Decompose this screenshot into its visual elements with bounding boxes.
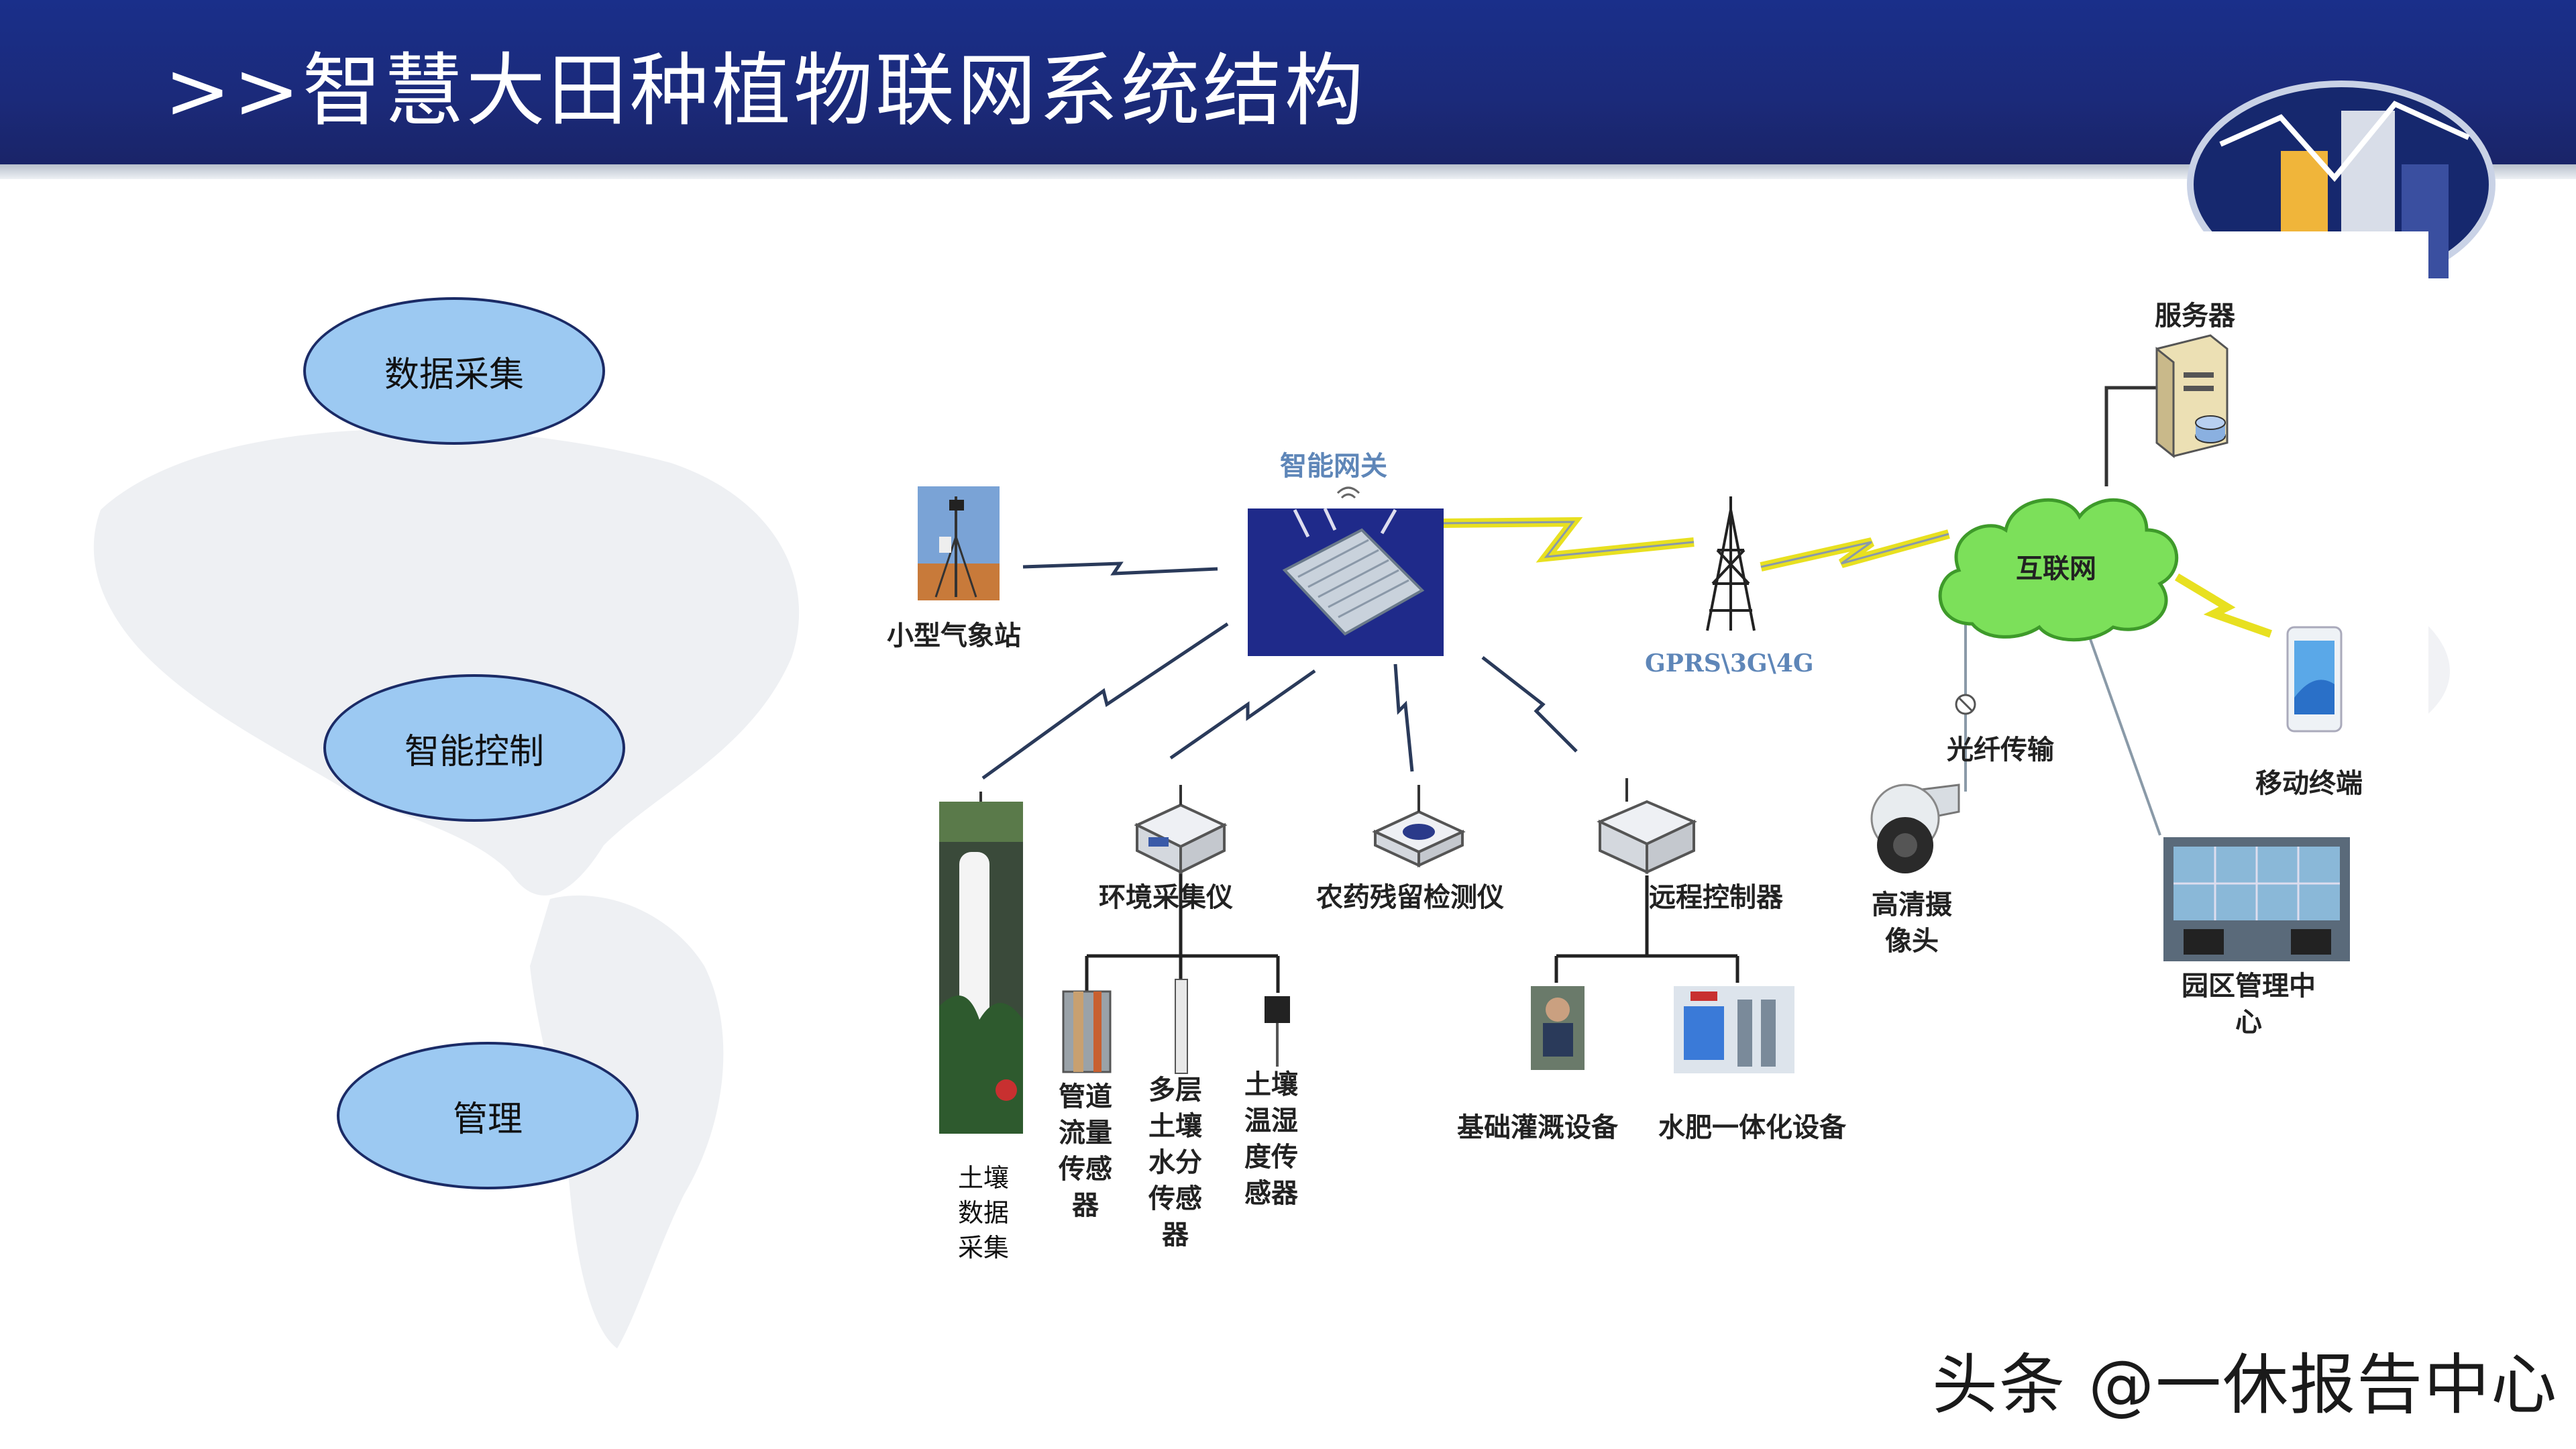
internet-label: 互联网 — [2016, 547, 2096, 586]
soil-data-label: 土壤 数据 采集 — [958, 1161, 1009, 1265]
gateway-label: 智能网关 — [1280, 444, 1387, 483]
server-label: 服务器 — [2155, 294, 2235, 333]
wireless-link-weather — [1023, 564, 1218, 574]
soil-sensor-photo — [939, 792, 1023, 1134]
irrigation-equipment-photo — [1531, 986, 1585, 1070]
smart-gateway-icon — [1248, 508, 1444, 656]
wireless-link-env — [1171, 671, 1315, 758]
pesticide-detector-icon — [1375, 785, 1462, 865]
line-cloud-park — [2090, 637, 2160, 835]
hd-camera-icon — [1872, 785, 1959, 873]
mobile-terminal-label: 移动终端 — [2255, 761, 2363, 800]
wireless-link-remote — [1483, 657, 1576, 751]
weather-station-icon — [918, 486, 1000, 600]
remote-controller-label: 远程控制器 — [1649, 875, 1783, 914]
gateway-signal-icon — [1338, 488, 1359, 498]
network-tower-label: GPRS\3G\4G — [1645, 649, 1814, 678]
remote-controller-icon — [1600, 778, 1694, 872]
server-icon — [2157, 335, 2227, 456]
multilayer-sensor-label: 多层 土壤 水分 传感 器 — [1148, 1072, 1202, 1253]
park-center-label: 园区管理中 心 — [2182, 968, 2316, 1040]
env-collector-icon — [1137, 785, 1224, 872]
park-management-center-icon — [2163, 837, 2350, 961]
pipe-flow-sensor-icon — [1063, 991, 1110, 1072]
fertigation-equipment-photo — [1674, 986, 1794, 1073]
fertigation-label: 水肥一体化设备 — [1658, 1106, 1846, 1144]
line-server-cloud — [2106, 388, 2157, 486]
irrigation-label: 基础灌溉设备 — [1457, 1106, 1618, 1144]
fiber-label: 光纤传输 — [1947, 728, 2054, 767]
hd-camera-label: 高清摄 像头 — [1872, 887, 1952, 959]
pesticide-detector-label: 农药残留检测仪 — [1316, 875, 1504, 914]
lightning-cloud-mobile — [2177, 577, 2271, 634]
wireless-link-pesticide — [1395, 664, 1412, 771]
cell-tower-icon — [1707, 496, 1754, 631]
env-collector-label: 环境采集仪 — [1099, 875, 1233, 914]
pipe-sensor-label: 管道 流量 传感 器 — [1059, 1079, 1112, 1224]
mobile-phone-icon — [2288, 627, 2341, 731]
soil-temp-sensor-label: 土壤 温湿 度传 感器 — [1244, 1067, 1298, 1212]
multilayer-soil-sensor-icon — [1175, 979, 1187, 1073]
lightning-tower-cloud — [1761, 534, 1949, 567]
weather-station-label: 小型气象站 — [887, 614, 1021, 653]
soil-temp-sensor-icon — [1265, 996, 1290, 1067]
watermark-text: 头条 @一休报告中心 — [1932, 1332, 2558, 1427]
fiber-optic-icon — [1956, 695, 1975, 714]
